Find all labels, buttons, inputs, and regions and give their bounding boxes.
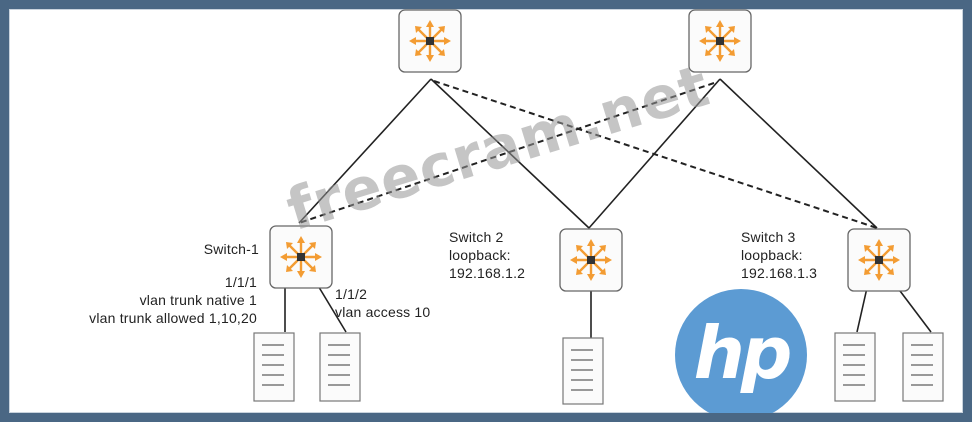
server-icon	[902, 332, 944, 402]
switch2-loopback-ip: 192.168.1.2	[449, 265, 526, 281]
router-switch-icon	[688, 9, 752, 73]
switch3-name: Switch 3	[741, 229, 796, 245]
router-switch-icon	[559, 228, 623, 292]
switch1-port2-label: 1/1/2	[335, 286, 368, 302]
network-topology	[253, 9, 944, 405]
switch1-name: Switch-1	[203, 241, 259, 257]
hp-logo: hp	[675, 289, 807, 413]
server-icon	[253, 332, 295, 402]
switch1-port1-label: 1/1/1	[224, 274, 257, 290]
dashed-links	[298, 80, 878, 229]
router-switch-icon	[847, 228, 911, 292]
server-icon	[562, 337, 604, 405]
hp-logo-text: hp	[693, 311, 793, 395]
server-icon	[834, 332, 876, 402]
router-switch-icon	[269, 225, 333, 289]
switch2-name: Switch 2	[449, 229, 504, 245]
switch1-port2-cfg: vlan access 10	[335, 304, 431, 320]
switch2-loopback-label: loopback:	[449, 247, 511, 263]
switch1-port1-cfg-native: vlan trunk native 1	[139, 292, 257, 308]
server-icon	[319, 332, 361, 402]
switch3-loopback-ip: 192.168.1.3	[741, 265, 818, 281]
router-switch-icon	[398, 9, 462, 73]
switch3-loopback-label: loopback:	[741, 247, 803, 263]
switch1-port1-cfg-allowed: vlan trunk allowed 1,10,20	[89, 310, 257, 326]
